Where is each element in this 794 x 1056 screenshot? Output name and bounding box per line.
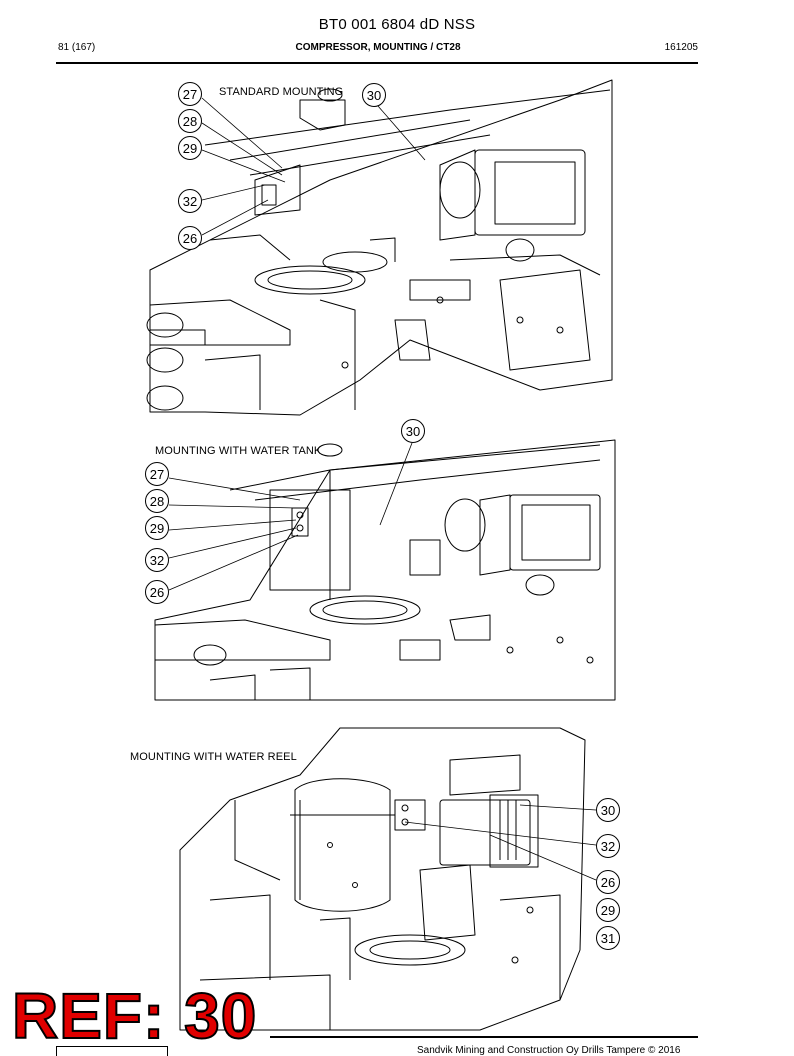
callout-32: 32 xyxy=(145,548,169,572)
standard-mounting-drawing xyxy=(146,79,613,416)
water-reel-mounting-drawing xyxy=(179,727,586,1031)
page-number: 81 (167) xyxy=(58,42,96,53)
callout-26: 26 xyxy=(145,580,169,604)
header-rule xyxy=(56,62,698,64)
callout-32: 32 xyxy=(178,189,202,213)
callout-31: 31 xyxy=(596,926,620,950)
callout-30: 30 xyxy=(596,798,620,822)
callout-29: 29 xyxy=(596,898,620,922)
callout-27: 27 xyxy=(178,82,202,106)
water-tank-mounting-drawing xyxy=(154,439,616,701)
callout-26: 26 xyxy=(178,226,202,250)
ref-stamp: REF: 30 xyxy=(11,980,258,1052)
callout-30: 30 xyxy=(362,83,386,107)
sandvik-logo xyxy=(56,1046,168,1056)
callout-30: 30 xyxy=(401,419,425,443)
callout-29: 29 xyxy=(178,136,202,160)
callout-29: 29 xyxy=(145,516,169,540)
view-label-standard-mounting: STANDARD MOUNTING xyxy=(219,86,344,98)
copyright-text: Sandvik Mining and Construction Oy Drill… xyxy=(417,1045,681,1056)
callout-26: 26 xyxy=(596,870,620,894)
callout-28: 28 xyxy=(145,489,169,513)
callout-27: 27 xyxy=(145,462,169,486)
revision-date: 161205 xyxy=(664,42,698,53)
document-number: BT0 001 6804 dD NSS xyxy=(318,16,476,33)
footer-rule xyxy=(270,1036,698,1038)
section-title: COMPRESSOR, MOUNTING / CT28 xyxy=(295,42,461,53)
view-label-water-reel: MOUNTING WITH WATER REEL xyxy=(130,751,297,763)
view-label-water-tank: MOUNTING WITH WATER TANK xyxy=(155,445,322,457)
callout-32: 32 xyxy=(596,834,620,858)
callout-28: 28 xyxy=(178,109,202,133)
